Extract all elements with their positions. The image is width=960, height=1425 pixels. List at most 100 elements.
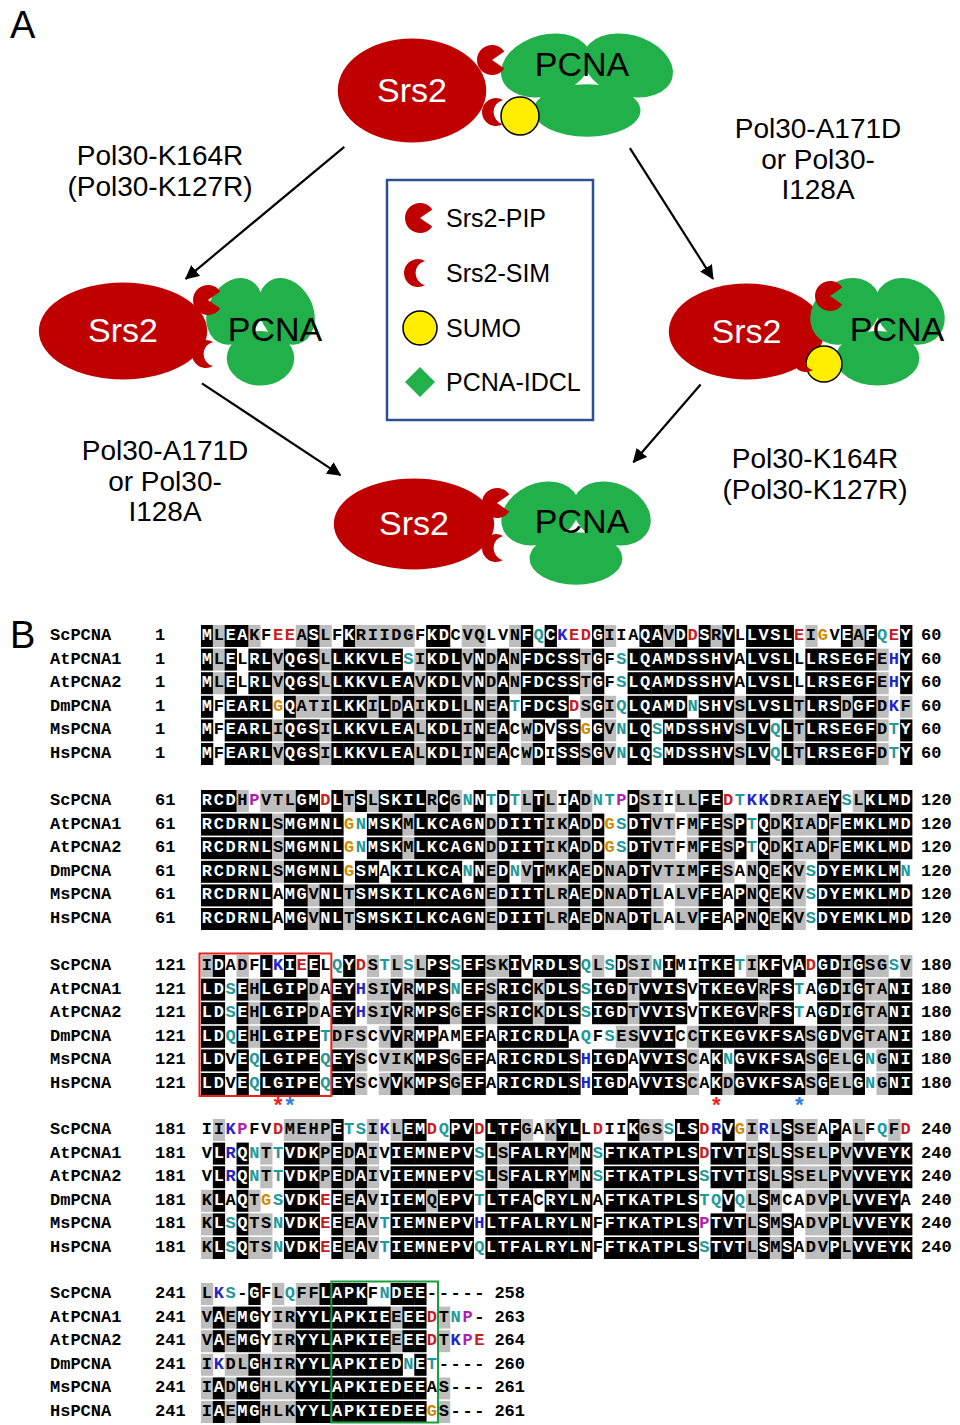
residue: Q: [639, 719, 651, 741]
shade-cell: [533, 884, 545, 906]
residue: K: [556, 837, 568, 859]
residue: N: [473, 790, 485, 812]
shade-cell: [722, 649, 734, 671]
shade-cell: [900, 672, 912, 694]
shade-cell: [296, 719, 308, 741]
shade-cell: [426, 1213, 438, 1235]
residue: E: [710, 837, 722, 859]
shade-cell: [355, 1354, 367, 1376]
residue: N: [319, 814, 331, 836]
shade-cell: [545, 1166, 557, 1188]
shade-cell: [237, 1377, 249, 1399]
shade-cell: [426, 955, 438, 977]
shade-cell: [485, 649, 497, 671]
residue: E: [841, 837, 853, 859]
shade-cell: [746, 1026, 758, 1048]
residue: S: [829, 719, 841, 741]
residue: G: [852, 649, 864, 671]
shade-cell: [225, 625, 237, 647]
shade-cell: [829, 979, 841, 1001]
residue: S: [687, 719, 699, 741]
shade-cell: [497, 1049, 509, 1071]
shade-cell: [829, 837, 841, 859]
shade-cell: [853, 1213, 865, 1235]
shade-cell: [687, 814, 699, 836]
shade-cell: [379, 908, 391, 930]
residue: L: [414, 861, 426, 883]
residue: A: [651, 625, 663, 647]
residue: L: [331, 861, 343, 883]
shade-cell: [237, 1026, 249, 1048]
shade-cell: [876, 1190, 888, 1212]
residue: R: [237, 814, 249, 836]
residue: K: [426, 814, 438, 836]
residue: L: [781, 696, 793, 718]
shade-cell: [604, 1002, 616, 1024]
shade-cell: [876, 837, 888, 859]
residue: L: [260, 861, 272, 883]
shade-cell: [699, 861, 711, 883]
residue: F: [698, 814, 710, 836]
shade-cell: [450, 1049, 462, 1071]
shade-cell: [699, 884, 711, 906]
residue: I: [402, 790, 414, 812]
shade-cell: [521, 719, 533, 741]
shade-cell: [438, 1237, 450, 1259]
residue: D: [592, 837, 604, 859]
shade-cell: [367, 1119, 379, 1141]
residue: K: [391, 837, 403, 859]
residue: L: [414, 814, 426, 836]
shade-cell: [450, 719, 462, 741]
shade-cell: [284, 1026, 296, 1048]
shade-cell: [462, 696, 474, 718]
residue: L: [331, 719, 343, 741]
shade-cell: [533, 814, 545, 836]
shade-cell: [722, 814, 734, 836]
shade-cell: [722, 979, 734, 1001]
residue: F: [213, 743, 225, 765]
shade-cell: [225, 884, 237, 906]
residue: S: [272, 837, 284, 859]
shade-cell: [201, 908, 213, 930]
residue: N: [473, 743, 485, 765]
residue: H: [237, 790, 249, 812]
residue: A: [497, 743, 509, 765]
shade-cell: [876, 672, 888, 694]
shade-cell: [260, 1002, 272, 1024]
shade-cell: [367, 814, 379, 836]
shade-cell: [841, 1073, 853, 1095]
shade-cell: [402, 743, 414, 765]
shade-cell: [888, 837, 900, 859]
residue: S: [616, 837, 628, 859]
shade-cell: [557, 1166, 569, 1188]
shade-cell: [580, 884, 592, 906]
shade-cell: [379, 884, 391, 906]
shade-cell: [462, 1119, 474, 1141]
residue: D: [438, 696, 450, 718]
shade-cell: [699, 649, 711, 671]
residue: L: [379, 743, 391, 765]
residue: I: [319, 743, 331, 765]
residue: L: [746, 649, 758, 671]
shade-cell: [296, 790, 308, 812]
shade-cell: [284, 1307, 296, 1329]
residue: A: [651, 649, 663, 671]
residue: R: [248, 696, 260, 718]
residue: D: [627, 837, 639, 859]
residue: N: [473, 649, 485, 671]
residue: E: [817, 790, 829, 812]
residue: Q: [758, 837, 770, 859]
residue: K: [426, 625, 438, 647]
residue: L: [414, 743, 426, 765]
shade-cell: [699, 979, 711, 1001]
residue: D: [485, 814, 497, 836]
residue: T: [888, 743, 900, 765]
shade-cell: [663, 696, 675, 718]
shade-cell: [331, 979, 343, 1001]
shade-cell: [628, 696, 640, 718]
shade-cell: [462, 1002, 474, 1024]
shade-cell: [545, 1143, 557, 1165]
shade-cell: [770, 1213, 782, 1235]
residue: S: [698, 719, 710, 741]
residue: L: [627, 649, 639, 671]
